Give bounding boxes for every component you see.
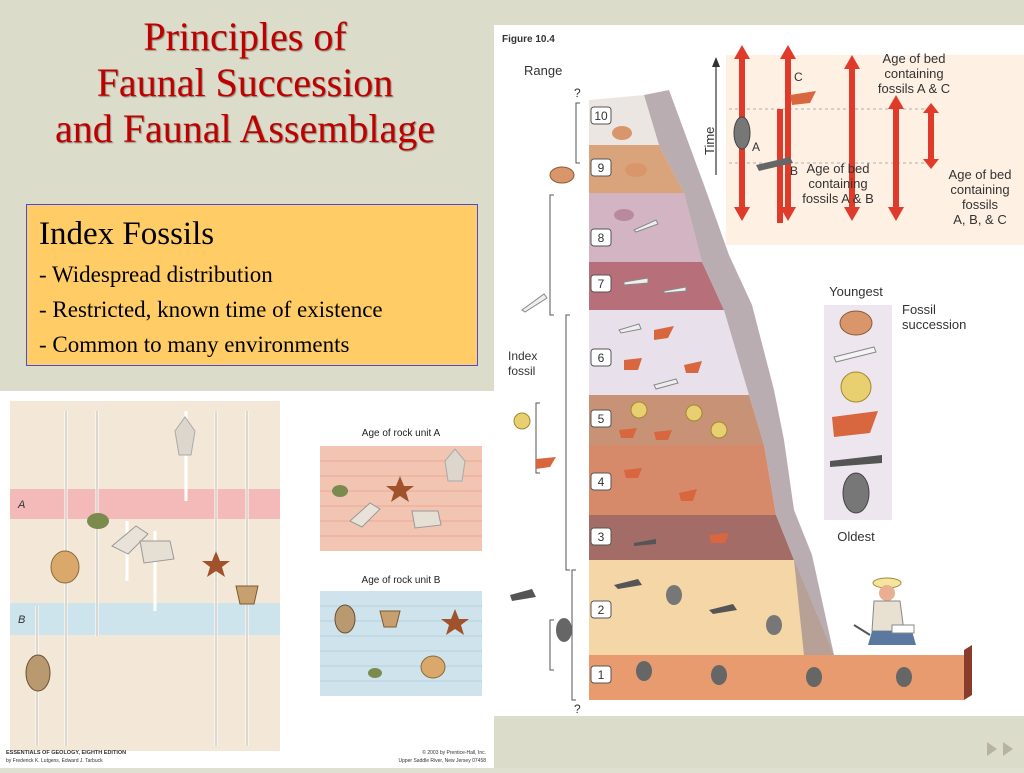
index-fossil-label-1: Index	[508, 349, 537, 363]
question-top: ?	[574, 86, 581, 100]
age-abc-1: Age of bed	[949, 167, 1012, 182]
age-ab-2: containing	[808, 176, 867, 191]
succession-trilobite-icon	[842, 472, 870, 514]
fossil-succession-label-2: succession	[902, 317, 966, 332]
letter-a: A	[752, 140, 760, 154]
layer-10-badge: 10	[590, 106, 612, 125]
letter-c: C	[794, 70, 803, 84]
fossil-range-svg: A B	[6, 401, 486, 764]
nav-arrow-next-icon[interactable]	[1003, 742, 1013, 756]
strata-figure: Figure 10.4 Range ? ? 10	[494, 25, 1024, 716]
layer-6-label: 6	[598, 351, 605, 365]
range-brackets	[535, 102, 580, 701]
layer-3-badge: 3	[590, 527, 612, 546]
age-ab-3: fossils A & B	[802, 191, 874, 206]
layer-1-badge: 1	[590, 665, 612, 684]
infobox-heading: Index Fossils	[39, 216, 215, 252]
succession-bryozoan-icon	[830, 455, 882, 467]
title-line-1: Principles of	[143, 14, 347, 59]
infobox-bullet-3: - Common to many environments	[39, 332, 350, 357]
fossil-succession-label-1: Fossil	[902, 302, 936, 317]
fossil-b-bryozoan	[756, 157, 793, 171]
succession-horn-icon	[833, 346, 877, 363]
strata-svg: Figure 10.4 Range ? ? 10	[502, 34, 1024, 716]
question-bottom: ?	[574, 702, 581, 716]
range-fossil-bryozoan	[510, 589, 536, 601]
credit-left-2: by Frederick K. Lutgens, Edward J. Tarbu…	[6, 758, 103, 764]
range-fossil-coral	[536, 457, 556, 469]
age-abc-3: fossils	[962, 197, 999, 212]
band-b-label: B	[18, 614, 25, 626]
age-abc-2: containing	[950, 182, 1009, 197]
range-fossil-trilobite	[556, 618, 572, 642]
layer-3-label: 3	[598, 530, 605, 544]
credit-left-1: ESSENTIALS OF GEOLOGY, EIGHTH EDITION	[6, 750, 126, 756]
layer-4-label: 4	[598, 475, 605, 489]
layer-6-badge: 6	[590, 348, 612, 367]
layer-2-badge: 2	[590, 600, 612, 619]
fossil-range-figure: A B	[0, 391, 494, 768]
infobox-bullet-1: - Widespread distribution	[39, 262, 273, 287]
layer-9-label: 9	[598, 161, 605, 175]
index-fossils-box: Index Fossils - Widespread distribution …	[26, 204, 478, 366]
layer-8-label: 8	[598, 231, 605, 245]
layer-5-badge: 5	[590, 409, 612, 428]
title-line-2: Faunal Succession	[96, 60, 394, 105]
range-fossil-clam	[549, 166, 575, 184]
nav-arrow-icon[interactable]	[987, 742, 997, 756]
succession-coral-icon	[832, 411, 878, 437]
layer-7-badge: 7	[590, 274, 612, 293]
age-a-caption: Age of rock unit A	[362, 428, 441, 439]
age-ac-3: fossils A & C	[878, 81, 950, 96]
time-label: Time	[702, 127, 717, 155]
age-b-caption: Age of rock unit B	[362, 575, 441, 586]
layer-4-badge: 4	[590, 472, 612, 491]
age-abc-4: A, B, & C	[953, 212, 1006, 227]
layer-2-label: 2	[598, 603, 605, 617]
layer-7-label: 7	[598, 277, 605, 291]
strata-fossils	[612, 126, 912, 687]
layer-10-label: 10	[594, 109, 608, 123]
layer-numbers: 10 9 8 7 6 5 4 3 2 1	[590, 106, 612, 684]
range-fossil-ammonite	[513, 412, 531, 430]
layer-8-badge: 8	[590, 228, 612, 247]
index-fossil-label-2: fossil	[508, 364, 535, 378]
succession-ammonite-icon	[840, 371, 872, 403]
layer-1-label: 1	[598, 668, 605, 682]
youngest-label: Youngest	[829, 284, 883, 299]
geologist-figure	[853, 577, 916, 645]
fossil-a-trilobite	[733, 116, 751, 150]
age-ab-1: Age of bed	[807, 161, 870, 176]
range-label: Range	[524, 63, 562, 78]
band-a-label: A	[17, 499, 25, 511]
fossil-c-coral	[790, 91, 816, 105]
layer-5-label: 5	[598, 412, 605, 426]
credit-right-1: © 2003 by Prentice-Hall, Inc.	[422, 749, 486, 756]
slide-title: Principles of Faunal Succession and Faun…	[10, 14, 480, 152]
title-line-3: and Faunal Assemblage	[55, 106, 435, 151]
figure-label: Figure 10.4	[502, 34, 555, 45]
infobox-bullet-2: - Restricted, known time of existence	[39, 297, 383, 322]
succession-clam-icon	[839, 310, 873, 336]
time-diagram: Time	[702, 45, 1024, 245]
letter-b: B	[790, 164, 798, 178]
age-ac-1: Age of bed	[883, 51, 946, 66]
credit-right-2: Upper Saddle River, New Jersey 07458	[398, 758, 486, 764]
range-fossil-horn	[521, 293, 548, 313]
fossil-succession: Youngest Oldest Fossil succession	[824, 284, 966, 544]
oldest-label: Oldest	[837, 529, 875, 544]
age-ac-2: containing	[884, 66, 943, 81]
layer-9-badge: 9	[590, 158, 612, 177]
